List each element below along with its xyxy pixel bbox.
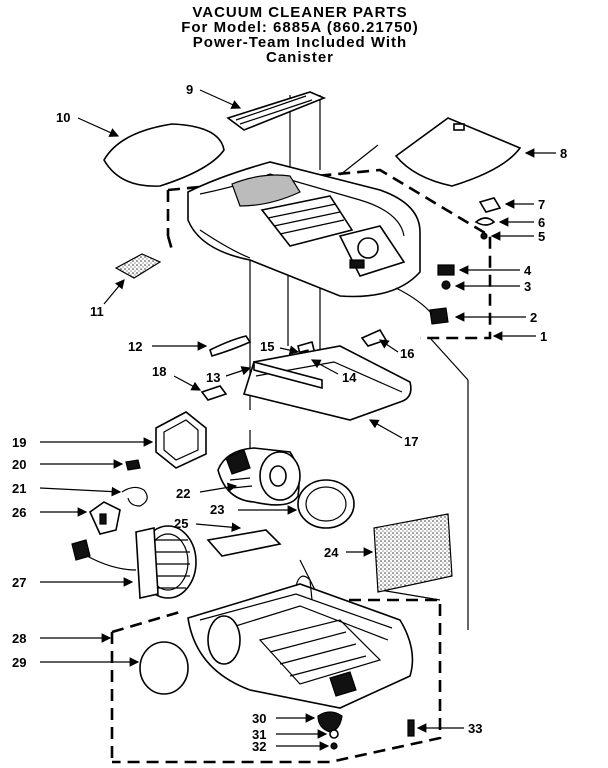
part-base-housing bbox=[187, 575, 414, 709]
callout-10: 10 bbox=[56, 110, 70, 125]
callout-26: 26 bbox=[12, 505, 26, 520]
callout-24: 24 bbox=[324, 545, 339, 560]
title-line-2: For Model: 6885A (860.21750) bbox=[181, 19, 419, 36]
part-tray-rail bbox=[253, 360, 323, 390]
part-wire bbox=[121, 486, 148, 507]
callout-19: 19 bbox=[12, 435, 26, 450]
callout-21: 21 bbox=[12, 481, 26, 496]
part-bottom-tray bbox=[242, 345, 412, 421]
callout-12: 12 bbox=[128, 339, 142, 354]
part-handle-cover bbox=[226, 91, 327, 131]
part-washer bbox=[329, 729, 339, 739]
callouts: 1 2 3 4 5 6 7 8 9 10 11 12 13 bbox=[12, 82, 567, 754]
callout-32: 32 bbox=[252, 739, 266, 754]
callout-30: 30 bbox=[252, 711, 266, 726]
callout-6: 6 bbox=[538, 215, 545, 230]
callout-23: 23 bbox=[210, 502, 224, 517]
part-cord-reel bbox=[71, 525, 197, 599]
callout-15: 15 bbox=[260, 339, 274, 354]
callout-33: 33 bbox=[468, 721, 482, 736]
callout-29: 29 bbox=[12, 655, 26, 670]
title-line-4: Canister bbox=[266, 49, 334, 66]
callout-25: 25 bbox=[174, 516, 188, 531]
callout-2: 2 bbox=[530, 310, 537, 325]
lower-assembly-boundary bbox=[110, 598, 442, 764]
part-spring bbox=[474, 217, 496, 226]
part-top-lid bbox=[103, 123, 225, 187]
part-upper-housing bbox=[187, 161, 421, 298]
part-switch-knob bbox=[441, 280, 451, 290]
part-motor bbox=[217, 447, 301, 506]
callout-5: 5 bbox=[538, 229, 545, 244]
part-switch bbox=[437, 264, 455, 276]
part-brush bbox=[125, 459, 141, 471]
part-main-filter bbox=[373, 513, 453, 593]
callout-7: 7 bbox=[538, 197, 545, 212]
callout-16: 16 bbox=[400, 346, 414, 361]
part-base-screw bbox=[407, 719, 415, 737]
callout-9: 9 bbox=[186, 82, 193, 97]
callout-31: 31 bbox=[252, 727, 266, 742]
callout-8: 8 bbox=[560, 146, 567, 161]
callout-3: 3 bbox=[524, 279, 531, 294]
part-latch bbox=[478, 197, 502, 213]
callout-14: 14 bbox=[342, 370, 357, 385]
part-rear-cover bbox=[394, 117, 522, 187]
diagram-title: VACUUM CLEANER PARTS For Model: 6885A (8… bbox=[181, 4, 419, 66]
part-exhaust-filter bbox=[114, 253, 162, 279]
title-line-3: Power-Team Included With bbox=[193, 34, 407, 51]
callout-22: 22 bbox=[176, 486, 190, 501]
callout-18: 18 bbox=[152, 364, 166, 379]
part-foam-pad bbox=[206, 529, 282, 557]
part-wheel bbox=[317, 711, 343, 733]
callout-4: 4 bbox=[524, 263, 532, 278]
part-small-pad bbox=[200, 385, 228, 401]
title-line-1: VACUUM CLEANER PARTS bbox=[192, 4, 407, 21]
part-wheel-cover bbox=[139, 641, 189, 695]
callout-28: 28 bbox=[12, 631, 26, 646]
callout-13: 13 bbox=[206, 370, 220, 385]
part-hose-piece bbox=[209, 335, 252, 357]
part-wheel-screw bbox=[330, 742, 338, 750]
callout-1: 1 bbox=[540, 329, 547, 344]
part-cord-connector bbox=[429, 307, 449, 325]
callout-17: 17 bbox=[404, 434, 418, 449]
callout-20: 20 bbox=[12, 457, 26, 472]
callout-11: 11 bbox=[90, 304, 104, 319]
part-tab bbox=[360, 328, 388, 347]
callout-27: 27 bbox=[12, 575, 26, 590]
part-screw-small bbox=[480, 232, 488, 240]
